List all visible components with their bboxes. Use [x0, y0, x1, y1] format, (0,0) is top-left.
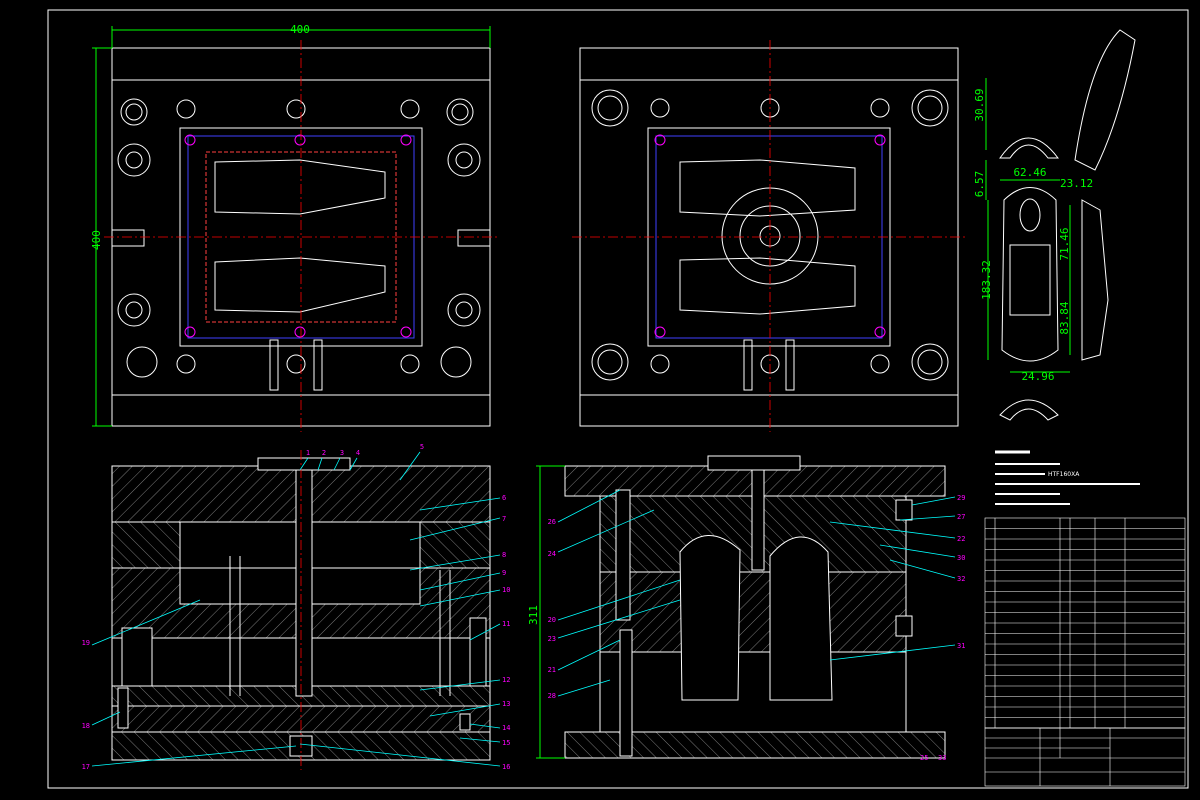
- part-labels-right: 26 24 20 23 21 28 29 27 22 30 32 31 25 3…: [548, 494, 966, 762]
- plan-view-right: [572, 40, 966, 432]
- part-label-14: 14: [502, 724, 510, 732]
- plan-dim-width: 400: [290, 23, 310, 36]
- sheet-border: [47, 9, 1189, 789]
- part-label-13: 13: [502, 700, 510, 708]
- part-label-10: 10: [502, 586, 510, 594]
- section-view-right: [564, 455, 946, 759]
- part-label-6: 6: [502, 494, 506, 502]
- part-label-9: 9: [502, 569, 506, 577]
- technical-notes: HTF160XA: [995, 450, 1140, 505]
- part-dim-0: 30.69: [973, 88, 986, 121]
- part-label-33: 33: [938, 754, 946, 762]
- part-label-4: 4: [356, 449, 360, 457]
- part-dim-4: 183.32: [980, 260, 993, 300]
- part-label-1: 1: [306, 449, 310, 457]
- part-label-7: 7: [502, 515, 506, 523]
- part-label-2: 2: [322, 449, 326, 457]
- part-label-18: 18: [82, 722, 90, 730]
- part-label-12: 12: [502, 676, 510, 684]
- part-label-24: 21: [548, 666, 556, 674]
- part-label-3: 3: [340, 449, 344, 457]
- plan-view-left: 400 400: [90, 23, 498, 432]
- part-dim-5: 71.46: [1058, 227, 1071, 260]
- part-views: [985, 29, 1136, 421]
- part-label-11: 11: [502, 620, 510, 628]
- part-label-28: 22: [957, 535, 965, 543]
- part-label-15: 15: [502, 739, 510, 747]
- bom-rows: [985, 528, 1185, 729]
- part-label-16: 16: [502, 763, 510, 771]
- part-dim-1: 6.57: [973, 171, 986, 198]
- part-label-21: 24: [548, 550, 556, 558]
- part-label-32: 25: [920, 754, 928, 762]
- part-label-27: 27: [957, 513, 965, 521]
- part-labels-left: 1 2 3 4 5 6 7 8 9 10 11 12 13 14 15 16 1…: [82, 443, 511, 771]
- part-label-22: 20: [548, 616, 556, 624]
- part-label-25: 28: [548, 692, 556, 700]
- part-label-8: 8: [502, 551, 506, 559]
- part-label-26: 29: [957, 494, 965, 502]
- part-label-5: 5: [420, 443, 424, 451]
- bom-table: [984, 517, 1186, 729]
- plan-dim-height: 400: [90, 230, 103, 250]
- part-label-19: 19: [82, 639, 90, 647]
- section-dim-height: 311: [527, 605, 540, 625]
- leaders-left: [91, 451, 501, 767]
- part-label-23: 23: [548, 635, 556, 643]
- part-label-30: 32: [957, 575, 965, 583]
- part-label-31: 31: [957, 642, 965, 650]
- part-label-20: 26: [548, 518, 556, 526]
- part-dim-3: 23.12: [1060, 177, 1093, 190]
- part-dim-7: 24.96: [1021, 370, 1054, 383]
- leaders-right: [557, 489, 956, 697]
- title-block: [984, 727, 1186, 787]
- part-label-17: 17: [82, 763, 90, 771]
- part-label-29: 30: [957, 554, 965, 562]
- part-dim-2: 62.46: [1013, 166, 1046, 179]
- notes-machine-code: HTF160XA: [1048, 471, 1080, 478]
- part-dim-6: 83.84: [1058, 301, 1071, 334]
